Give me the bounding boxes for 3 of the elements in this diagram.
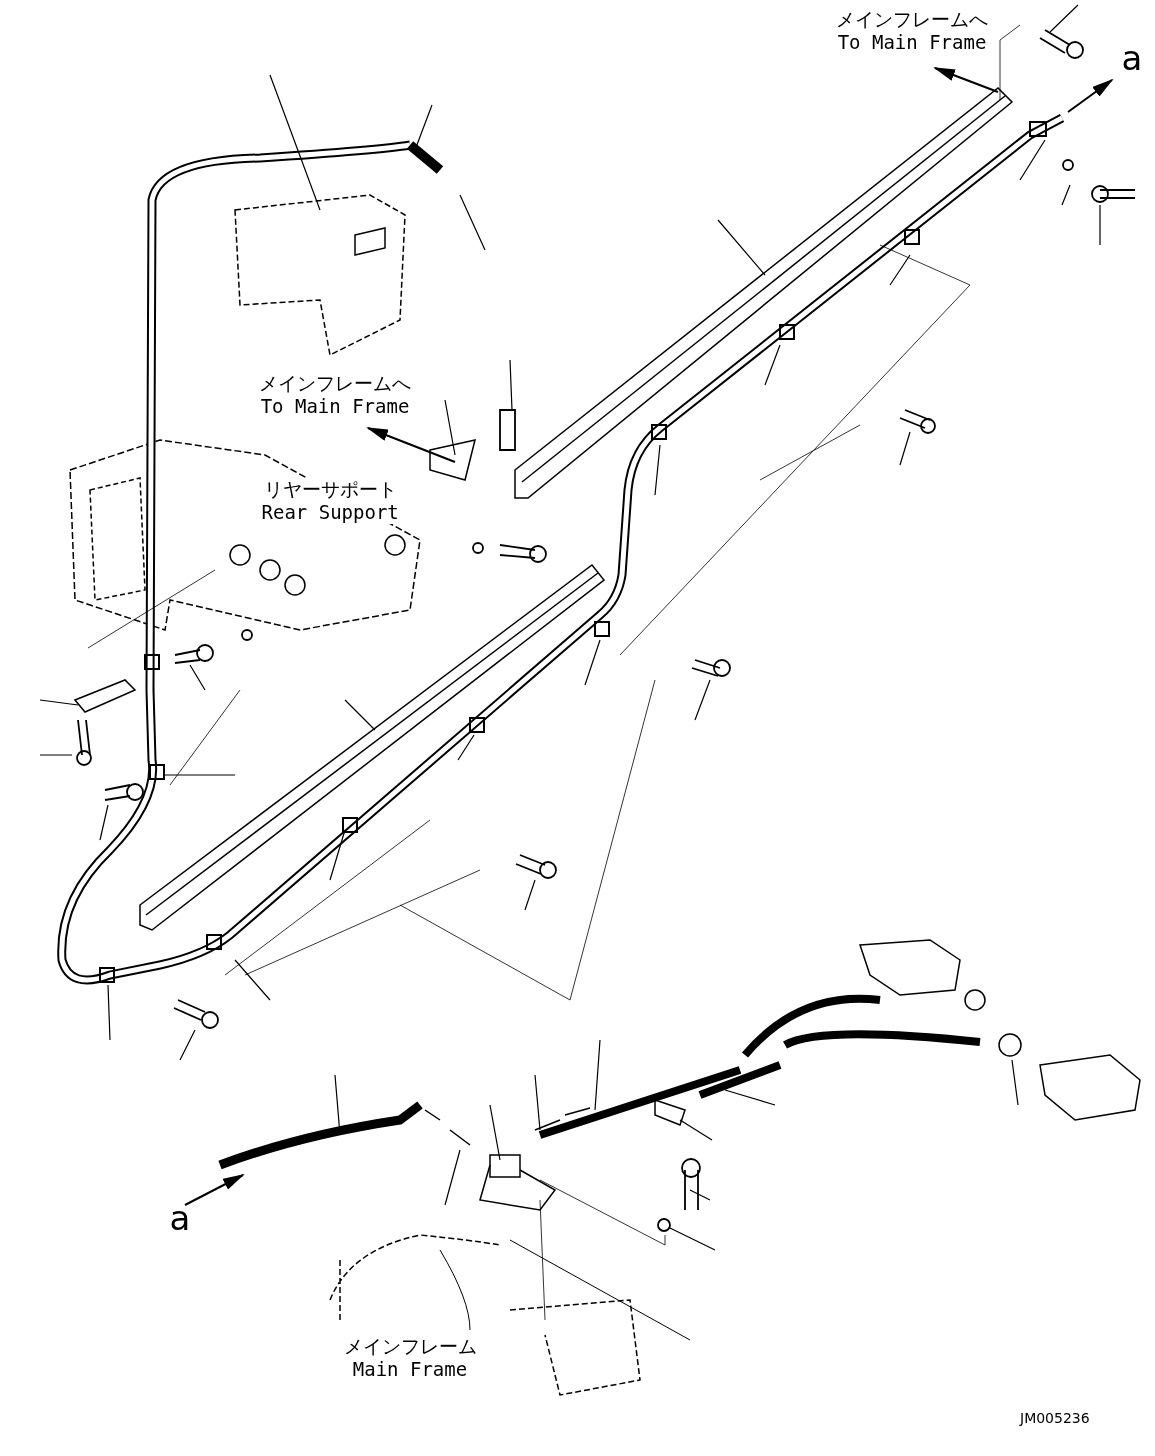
drawing-number: JM005236 <box>1018 1410 1092 1426</box>
connection-mark: a <box>1120 40 1144 76</box>
connection-mark: a <box>168 1200 192 1236</box>
